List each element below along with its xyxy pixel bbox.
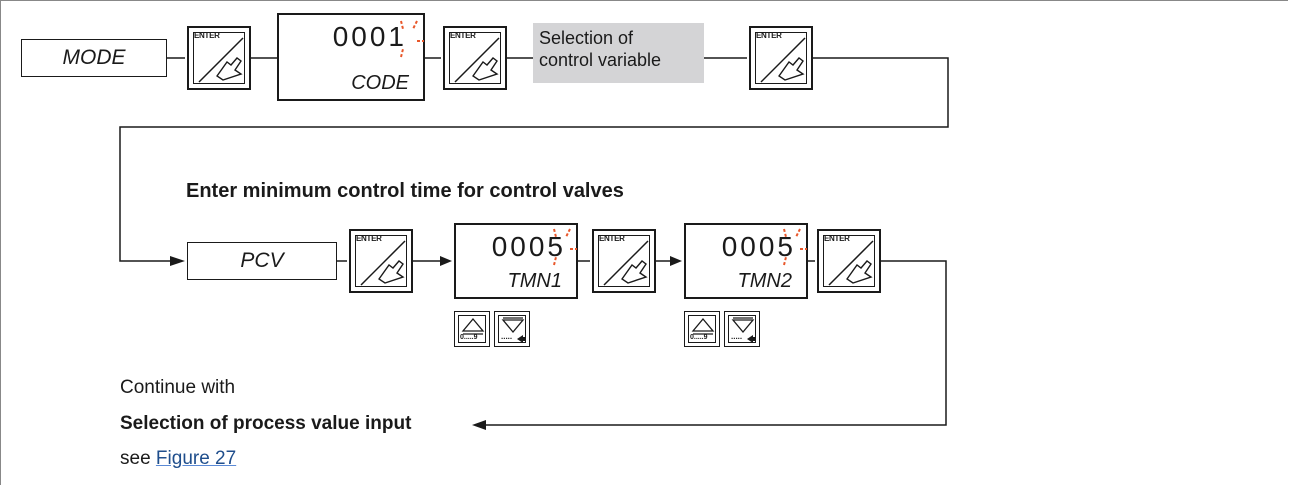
down-arrow-key[interactable]: ..... (724, 311, 760, 347)
up-arrow-key[interactable]: 0.....9 (454, 311, 490, 347)
footer-see-prefix: see (120, 448, 156, 469)
left-arrow-icon (517, 335, 526, 343)
up-arrow-key[interactable]: 0.....9 (684, 311, 720, 347)
enter-button[interactable]: ENTER (187, 26, 251, 90)
enter-button[interactable]: ENTER (349, 229, 413, 293)
enter-button-label: ENTER (756, 31, 782, 40)
pcv-label: PCV (240, 249, 284, 272)
enter-hand-icon (198, 37, 244, 83)
up-key-text: 0.....9 (690, 334, 708, 341)
footer-see-line: see Figure 27 (120, 448, 236, 470)
enter-button-label: ENTER (194, 31, 220, 40)
code-digits: 0001 (332, 21, 407, 52)
footer-target-text: Selection of process value input (120, 413, 412, 434)
down-arrow-key[interactable]: ..... (494, 311, 530, 347)
section-heading: Enter minimum control time for control v… (186, 180, 624, 202)
tmn1-display: 0005 TMN1 (454, 223, 578, 299)
up-arrow-key-icon (461, 317, 485, 335)
tmn2-digits: 0005 (721, 231, 796, 262)
up-key-text: 0.....9 (460, 334, 478, 341)
enter-button[interactable]: ENTER (817, 229, 881, 293)
tmn2-display: 0005 TMN2 (684, 223, 808, 299)
down-arrow-key-icon (501, 317, 525, 334)
mode-label-box: MODE (21, 39, 167, 77)
tmn1-label: TMN1 (507, 270, 562, 292)
selection-line2: control variable (539, 50, 662, 70)
up-arrow-key-icon (691, 317, 715, 335)
code-label: CODE (351, 72, 409, 94)
enter-hand-icon (454, 37, 500, 83)
enter-hand-icon (603, 240, 649, 286)
selection-control-variable-box: Selection of control variable (533, 23, 704, 83)
enter-button-label: ENTER (824, 234, 850, 243)
left-key-text: ..... (501, 332, 513, 341)
enter-button[interactable]: ENTER (592, 229, 656, 293)
selection-line1: Selection of (539, 28, 634, 48)
enter-button[interactable]: ENTER (443, 26, 507, 90)
left-arrow-icon (747, 335, 756, 343)
enter-button-label: ENTER (450, 31, 476, 40)
left-key-text: ..... (731, 332, 743, 341)
blink-indicator-icon (783, 228, 807, 266)
blink-indicator-icon (553, 228, 577, 266)
enter-hand-icon (828, 240, 874, 286)
pcv-label-box: PCV (187, 242, 337, 280)
mode-label: MODE (62, 46, 126, 69)
enter-hand-icon (760, 37, 806, 83)
tmn2-label: TMN2 (737, 270, 792, 292)
down-arrow-key-icon (731, 317, 755, 334)
enter-button-label: ENTER (599, 234, 625, 243)
code-display: 0001 CODE (277, 13, 425, 101)
tmn1-digits: 0005 (491, 231, 566, 262)
blink-indicator-icon (400, 20, 424, 58)
footer-continue-text: Continue with (120, 377, 236, 398)
enter-hand-icon (360, 240, 406, 286)
enter-button[interactable]: ENTER (749, 26, 813, 90)
enter-button-label: ENTER (356, 234, 382, 243)
figure-27-link[interactable]: Figure 27 (155, 448, 237, 469)
